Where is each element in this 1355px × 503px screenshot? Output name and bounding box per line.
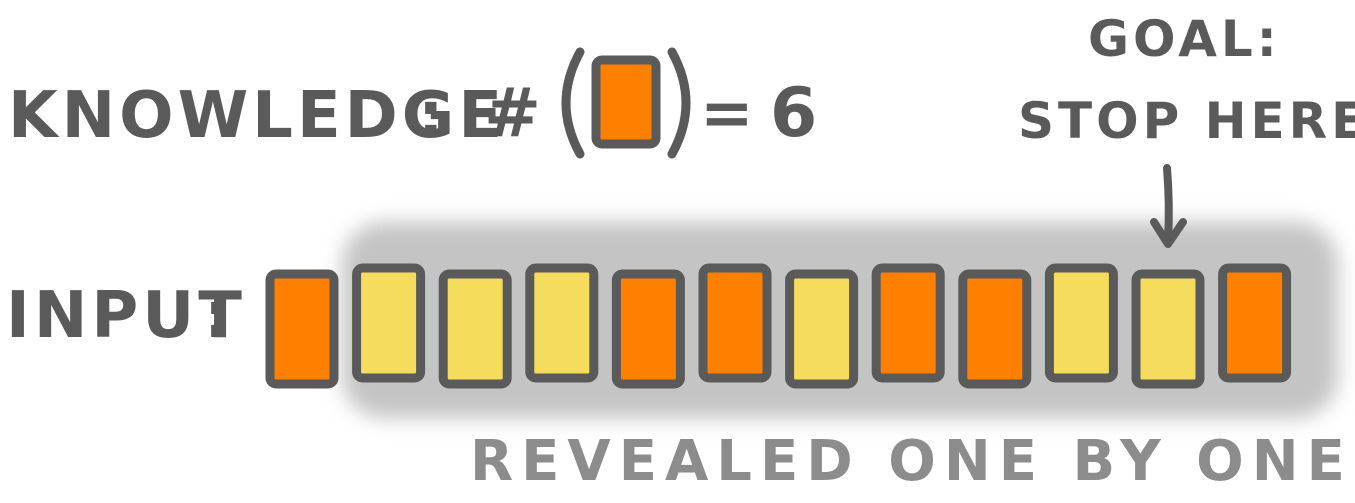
yellow-box-7 <box>785 269 859 389</box>
left-parenthesis <box>561 47 585 159</box>
orange-box-9 <box>958 269 1032 389</box>
orange-box-5 <box>611 269 685 389</box>
orange-box-1 <box>265 269 339 389</box>
orange-box-sample <box>591 55 661 149</box>
yellow-box-4 <box>525 263 599 383</box>
input-colon: : <box>204 279 234 353</box>
count-equals-sign: = <box>700 77 758 151</box>
revealed-caption: REVEALED ONE BY ONE <box>470 429 1353 494</box>
yellow-box-11 <box>1131 269 1205 389</box>
goal-label: GOAL: <box>1088 10 1281 68</box>
input-sequence <box>265 263 1292 389</box>
orange-box-8 <box>871 263 945 383</box>
orange-box-6 <box>698 263 772 383</box>
goal-arrow <box>1150 164 1187 248</box>
yellow-box-3 <box>438 269 512 389</box>
yellow-box-10 <box>1044 263 1118 383</box>
orange-box-12 <box>1218 263 1292 383</box>
yellow-box-2 <box>352 263 426 383</box>
right-parenthesis <box>667 47 691 159</box>
input-label: INPUT <box>6 279 246 353</box>
goal-stop-here-label: STOP HERE <box>1018 92 1355 150</box>
count-hash-symbol: # <box>484 74 545 153</box>
knowledge-colon: : <box>418 79 448 153</box>
knowledge-label: KNOWLEDGE <box>8 79 507 153</box>
orange-count-value: 6 <box>770 74 822 153</box>
